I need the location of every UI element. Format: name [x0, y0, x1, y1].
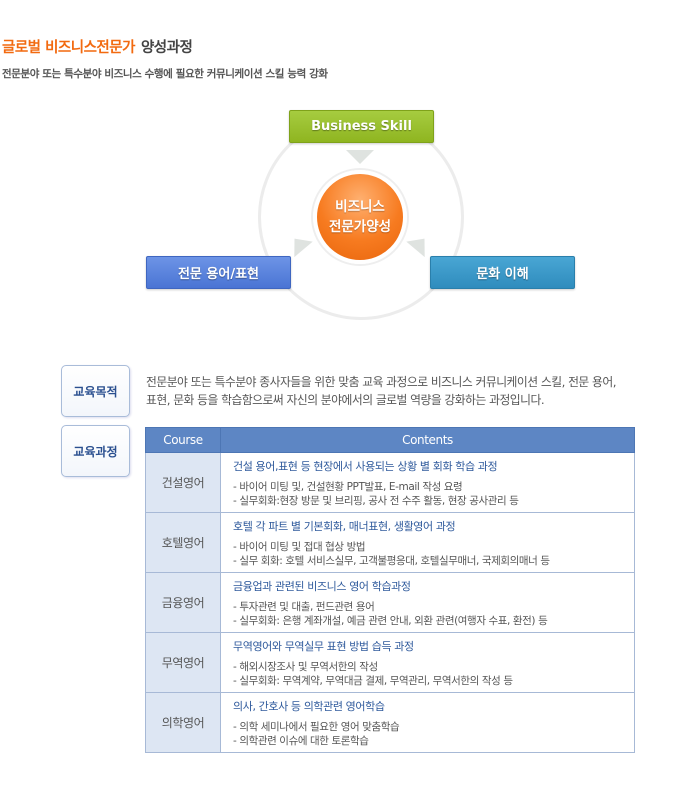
table-header: Course Contents: [145, 427, 635, 453]
purpose-text: 전문분야 또는 특수분야 종사자들을 위한 맞춤 교육 과정으로 비즈니스 커뮤…: [146, 375, 616, 407]
header-contents: Contents: [220, 427, 635, 453]
terminology-box: 전문 용어/표현: [146, 256, 291, 289]
title-rest: 양성과정: [140, 40, 193, 56]
title-highlight: 글로벌 비즈니스전문가: [2, 40, 135, 56]
center-line1: 비즈니스: [335, 199, 385, 215]
content-line: - 실무회화: 은행 계좌개설, 예금 관련 안내, 외환 관련(여행자 수표,…: [233, 614, 548, 627]
course-contents: 금융업과 관련된 비즈니스 영어 학습과정 - 투자관련 및 대출, 펀드관련 용…: [220, 572, 635, 633]
content-heading: 금융업과 관련된 비즈니스 영어 학습과정: [233, 579, 411, 593]
table-row: 호텔영어 호텔 각 파트 별 기본회화, 매너표현, 생활영어 과정 - 바이어 미…: [145, 512, 635, 573]
page-subtitle: 전문분야 또는 특수분야 비즈니스 수행에 필요한 커뮤니케이션 스킬 능력 강…: [2, 68, 328, 80]
arrow-down-icon: [346, 150, 374, 164]
page-title: 글로벌 비즈니스전문가 양성과정: [2, 36, 193, 57]
table-row: 무역영어 무역영어와 무역실무 표현 방법 습득 과정 - 해외시장조사 및 무역서…: [145, 632, 635, 693]
course-name: 금융영어: [145, 572, 221, 633]
content-line: - 실무 회화: 호텔 서비스실무, 고객불평응대, 호텔실무매너, 국제회의매…: [233, 554, 550, 567]
table-row: 건설영어 건설 용어,표현 등 현장에서 사용되는 상황 별 회화 학습 과정 - …: [145, 452, 635, 513]
course-label: 교육과정: [61, 425, 130, 477]
purpose-label: 교육목적: [61, 365, 130, 417]
business-skill-box: Business Skill: [289, 110, 434, 143]
course-contents: 호텔 각 파트 별 기본회화, 매너표현, 생활영어 과정 - 바이어 미팅 및 …: [220, 512, 635, 573]
content-line: - 실무회화: 무역계약, 무역대금 결제, 무역관리, 무역서한의 작성 등: [233, 674, 513, 687]
course-name: 무역영어: [145, 632, 221, 693]
table-row: 금융영어 금융업과 관련된 비즈니스 영어 학습과정 - 투자관련 및 대출, 펀드…: [145, 572, 635, 633]
center-line2: 전문가양성: [328, 219, 392, 235]
header-course: Course: [145, 427, 221, 453]
content-heading: 의사, 간호사 등 의학관련 영어학습: [233, 699, 385, 713]
course-contents: 무역영어와 무역실무 표현 방법 습득 과정 - 해외시장조사 및 무역서한의 작…: [220, 632, 635, 693]
course-contents: 의사, 간호사 등 의학관련 영어학습 - 의학 세미나에서 필요한 영어 맞춤학…: [220, 692, 635, 753]
content-line: - 투자관련 및 대출, 펀드관련 용어: [233, 600, 375, 613]
course-name: 의학영어: [145, 692, 221, 753]
culture-box: 문화 이해: [430, 256, 575, 289]
content-line: - 실무회화:현장 방문 및 브리핑, 공사 전 수주 활동, 현장 공사관리 …: [233, 494, 519, 507]
content-line: - 의학관련 이슈에 대한 토론학습: [233, 734, 369, 747]
course-name: 호텔영어: [145, 512, 221, 573]
course-name: 건설영어: [145, 452, 221, 513]
course-contents: 건설 용어,표현 등 현장에서 사용되는 상황 별 회화 학습 과정 - 바이어 …: [220, 452, 635, 513]
content-heading: 건설 용어,표현 등 현장에서 사용되는 상황 별 회화 학습 과정: [233, 459, 498, 473]
content-line: - 의학 세미나에서 필요한 영어 맞춤학습: [233, 720, 400, 733]
content-line: - 해외시장조사 및 무역서한의 작성: [233, 660, 378, 673]
content-heading: 무역영어와 무역실무 표현 방법 습득 과정: [233, 639, 414, 653]
table-row: 의학영어 의사, 간호사 등 의학관련 영어학습 - 의학 세미나에서 필요한 영어…: [145, 692, 635, 753]
content-heading: 호텔 각 파트 별 기본회화, 매너표현, 생활영어 과정: [233, 519, 456, 533]
content-line: - 바이어 미팅 및, 건설현황 PPT발표, E-mail 작성 요령: [233, 480, 463, 493]
content-line: - 바이어 미팅 및 접대 협상 방법: [233, 540, 366, 553]
